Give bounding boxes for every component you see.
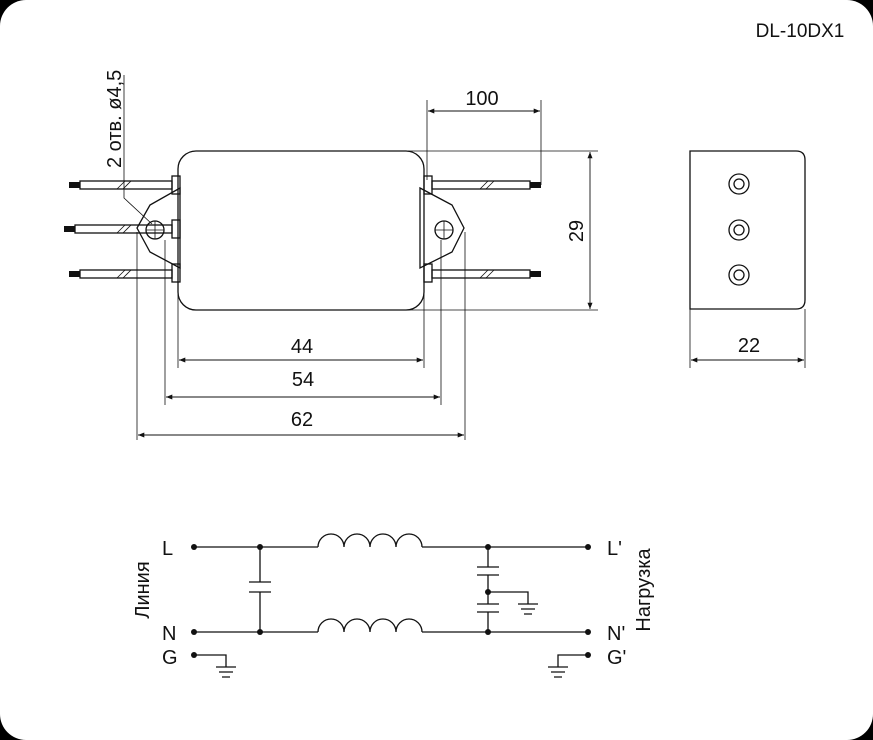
ground-symbol-load-caps bbox=[518, 603, 538, 615]
terminal-G-prime: G' bbox=[607, 647, 626, 669]
ground-symbol-line bbox=[216, 666, 236, 678]
inductor-N bbox=[317, 618, 423, 633]
front-view: 2 отв. ø4,5 100 29 44 54 62 bbox=[64, 70, 598, 440]
terminal-N-prime: N' bbox=[607, 623, 625, 645]
dim-54: 54 bbox=[292, 369, 314, 391]
terminal-L-prime: L' bbox=[607, 538, 622, 560]
load-side-caption: Нагрузка bbox=[633, 548, 655, 632]
line-side-caption: Линия bbox=[132, 561, 154, 618]
left-mounting-flange bbox=[136, 186, 181, 270]
side-body bbox=[689, 150, 806, 310]
filter-body bbox=[177, 150, 425, 311]
schematic: L N G Линия L' N' G' Нагрузка bbox=[132, 533, 655, 678]
y-capacitor-top bbox=[477, 547, 499, 592]
inductor-L bbox=[317, 533, 423, 548]
model-title: DL-10DX1 bbox=[756, 21, 845, 42]
dim-100: 100 bbox=[465, 88, 498, 110]
left-terminals bbox=[64, 175, 181, 283]
y-capacitor-bottom bbox=[477, 592, 499, 632]
terminal-L: L bbox=[162, 538, 173, 560]
hole-note: 2 отв. ø4,5 bbox=[104, 70, 126, 168]
ground-symbol-load bbox=[548, 666, 568, 678]
terminal-G: G bbox=[162, 647, 178, 669]
side-view: 22 bbox=[689, 150, 806, 368]
side-terminal-holes bbox=[728, 173, 750, 286]
dim-62: 62 bbox=[291, 409, 313, 431]
terminal-N: N bbox=[162, 623, 176, 645]
dim-44: 44 bbox=[291, 336, 313, 358]
right-mounting-flange bbox=[419, 186, 465, 270]
x-capacitor bbox=[249, 547, 271, 632]
right-terminals bbox=[423, 175, 541, 283]
dim-22: 22 bbox=[738, 335, 760, 357]
dim-29: 29 bbox=[566, 220, 588, 242]
